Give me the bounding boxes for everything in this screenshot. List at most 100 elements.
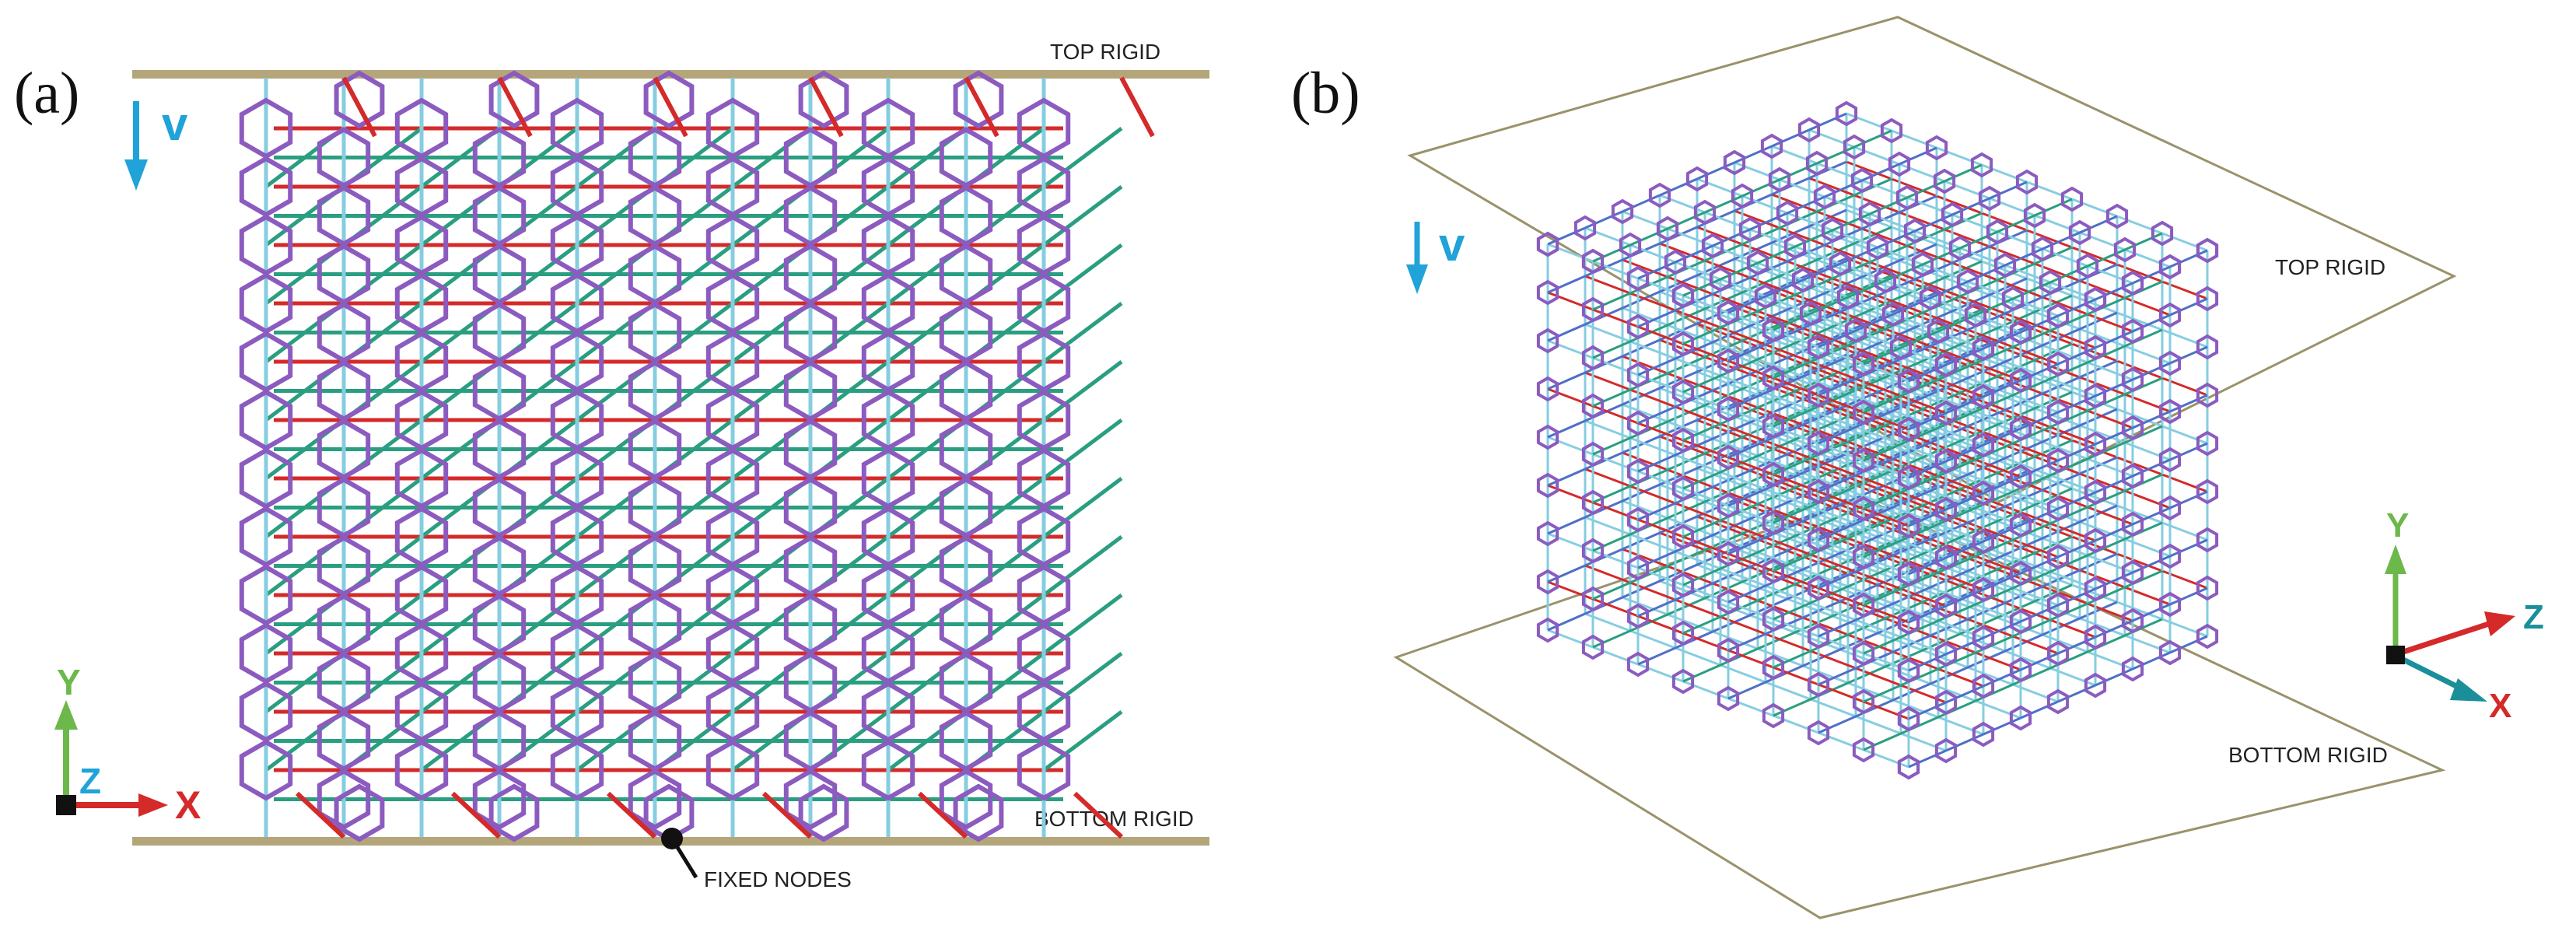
strut-z [2132,313,2171,333]
strut-x [1584,226,1631,247]
hexagon-node [1626,410,1650,436]
strut-z [2057,394,2096,414]
hexagon-node [1835,100,1858,127]
strut-z [1704,243,1743,262]
strut-z [2004,344,2043,363]
strut-z [1629,227,1668,247]
hexagon-node [1927,318,1950,345]
strut-z [1773,553,1811,573]
strut-z [1629,324,1668,343]
strut-x [1682,487,1729,507]
strut-z [1855,602,1894,622]
hexagon-node [1807,671,1830,698]
strut-z [1637,405,1676,425]
strut-z [2042,327,2081,347]
strut-z [1945,492,1984,511]
hexagon-node [2121,559,2144,586]
hexagon-node [1897,754,1920,780]
hexagon-node [1852,496,1875,522]
strut-x [1592,501,1639,521]
hexagon-node [1948,235,1972,261]
strut-x [2124,248,2171,268]
strut-z [1967,505,2006,524]
hexagon-node [2046,303,2070,329]
strut-z [1983,620,2021,639]
strut-z [1765,664,1804,684]
hexagon-node [317,769,371,830]
hexagon-node [1626,313,1650,340]
hexagon-node [1993,252,2017,278]
hexagon-node [334,783,385,842]
strut-z [1863,636,1902,655]
hexagon-node [1536,424,1559,450]
strut-z [1667,548,1706,568]
strut-x [1989,197,2035,217]
hexagon-node [2121,415,2144,441]
hexagon-node [1972,335,1995,362]
hexagon-node [1934,352,1958,378]
strut-z [2124,232,2163,251]
strut-x [1622,210,1668,230]
hexagon-node [2121,608,2144,634]
strut-z [2124,376,2163,396]
hexagon-node [2009,657,2032,683]
hexagon-node [1807,334,1830,360]
strut-z [1892,538,1931,557]
hexagon-node [2196,237,2219,264]
strut-z [1592,243,1631,263]
strut-z [1727,632,1766,652]
strut-z [1802,552,1841,571]
hexagon-node [1934,737,1958,764]
hexagon-node [1807,430,1830,457]
strut-z [1637,646,1676,666]
strut-z [1818,377,1857,397]
strut-z [1824,179,1863,198]
hexagon-node [1934,593,1958,619]
strut-z [1779,210,1818,229]
strut-z [1967,553,2006,573]
strut-z [1720,358,1759,377]
strut-z [1959,278,1998,298]
strut-x [1863,362,1909,383]
strut-x [1727,552,1774,573]
strut-z [2169,587,2208,606]
strut-z [1667,597,1706,616]
strut-diagonal [1042,243,1123,305]
strut-diagonal [1042,360,1123,422]
strut-x [1863,604,1909,624]
strut-z [1855,650,1894,670]
hexagon-node [1941,201,1964,228]
strut-x [1592,404,1639,425]
strut-z [1734,193,1773,212]
strut-x [1771,145,1818,165]
strut-boundary [761,791,813,839]
strut-z [2012,425,2051,445]
strut-z [1959,230,1998,250]
strut-z [2020,507,2059,527]
hexagon-node [2158,495,2182,521]
hexagon-node [1717,637,1740,664]
strut-z [2095,426,2133,446]
strut-z [1892,296,1931,316]
strut-z [2095,523,2133,542]
hexagon-node [2046,592,2070,618]
strut-x [1727,359,1774,380]
strut-z [2004,537,2043,556]
strut-boundary [497,76,533,138]
strut-z [1900,571,1939,590]
strut-z [1900,523,1939,542]
strut-z [1937,651,1976,671]
axis-y-label-b: Y [2386,506,2409,545]
strut-z [1622,387,1661,406]
strut-z [2012,377,2051,397]
strut-z [1629,517,1668,536]
strut-z [2042,424,2081,443]
strut-x [1659,194,1706,214]
hexagon-node [1717,541,1740,567]
strut-z [2020,411,2059,430]
strut-z [1967,650,2006,669]
strut-diagonal [1042,418,1123,480]
strut-z [1847,665,1886,685]
hexagon-node [1671,282,1695,309]
strut-z [2012,474,2051,493]
